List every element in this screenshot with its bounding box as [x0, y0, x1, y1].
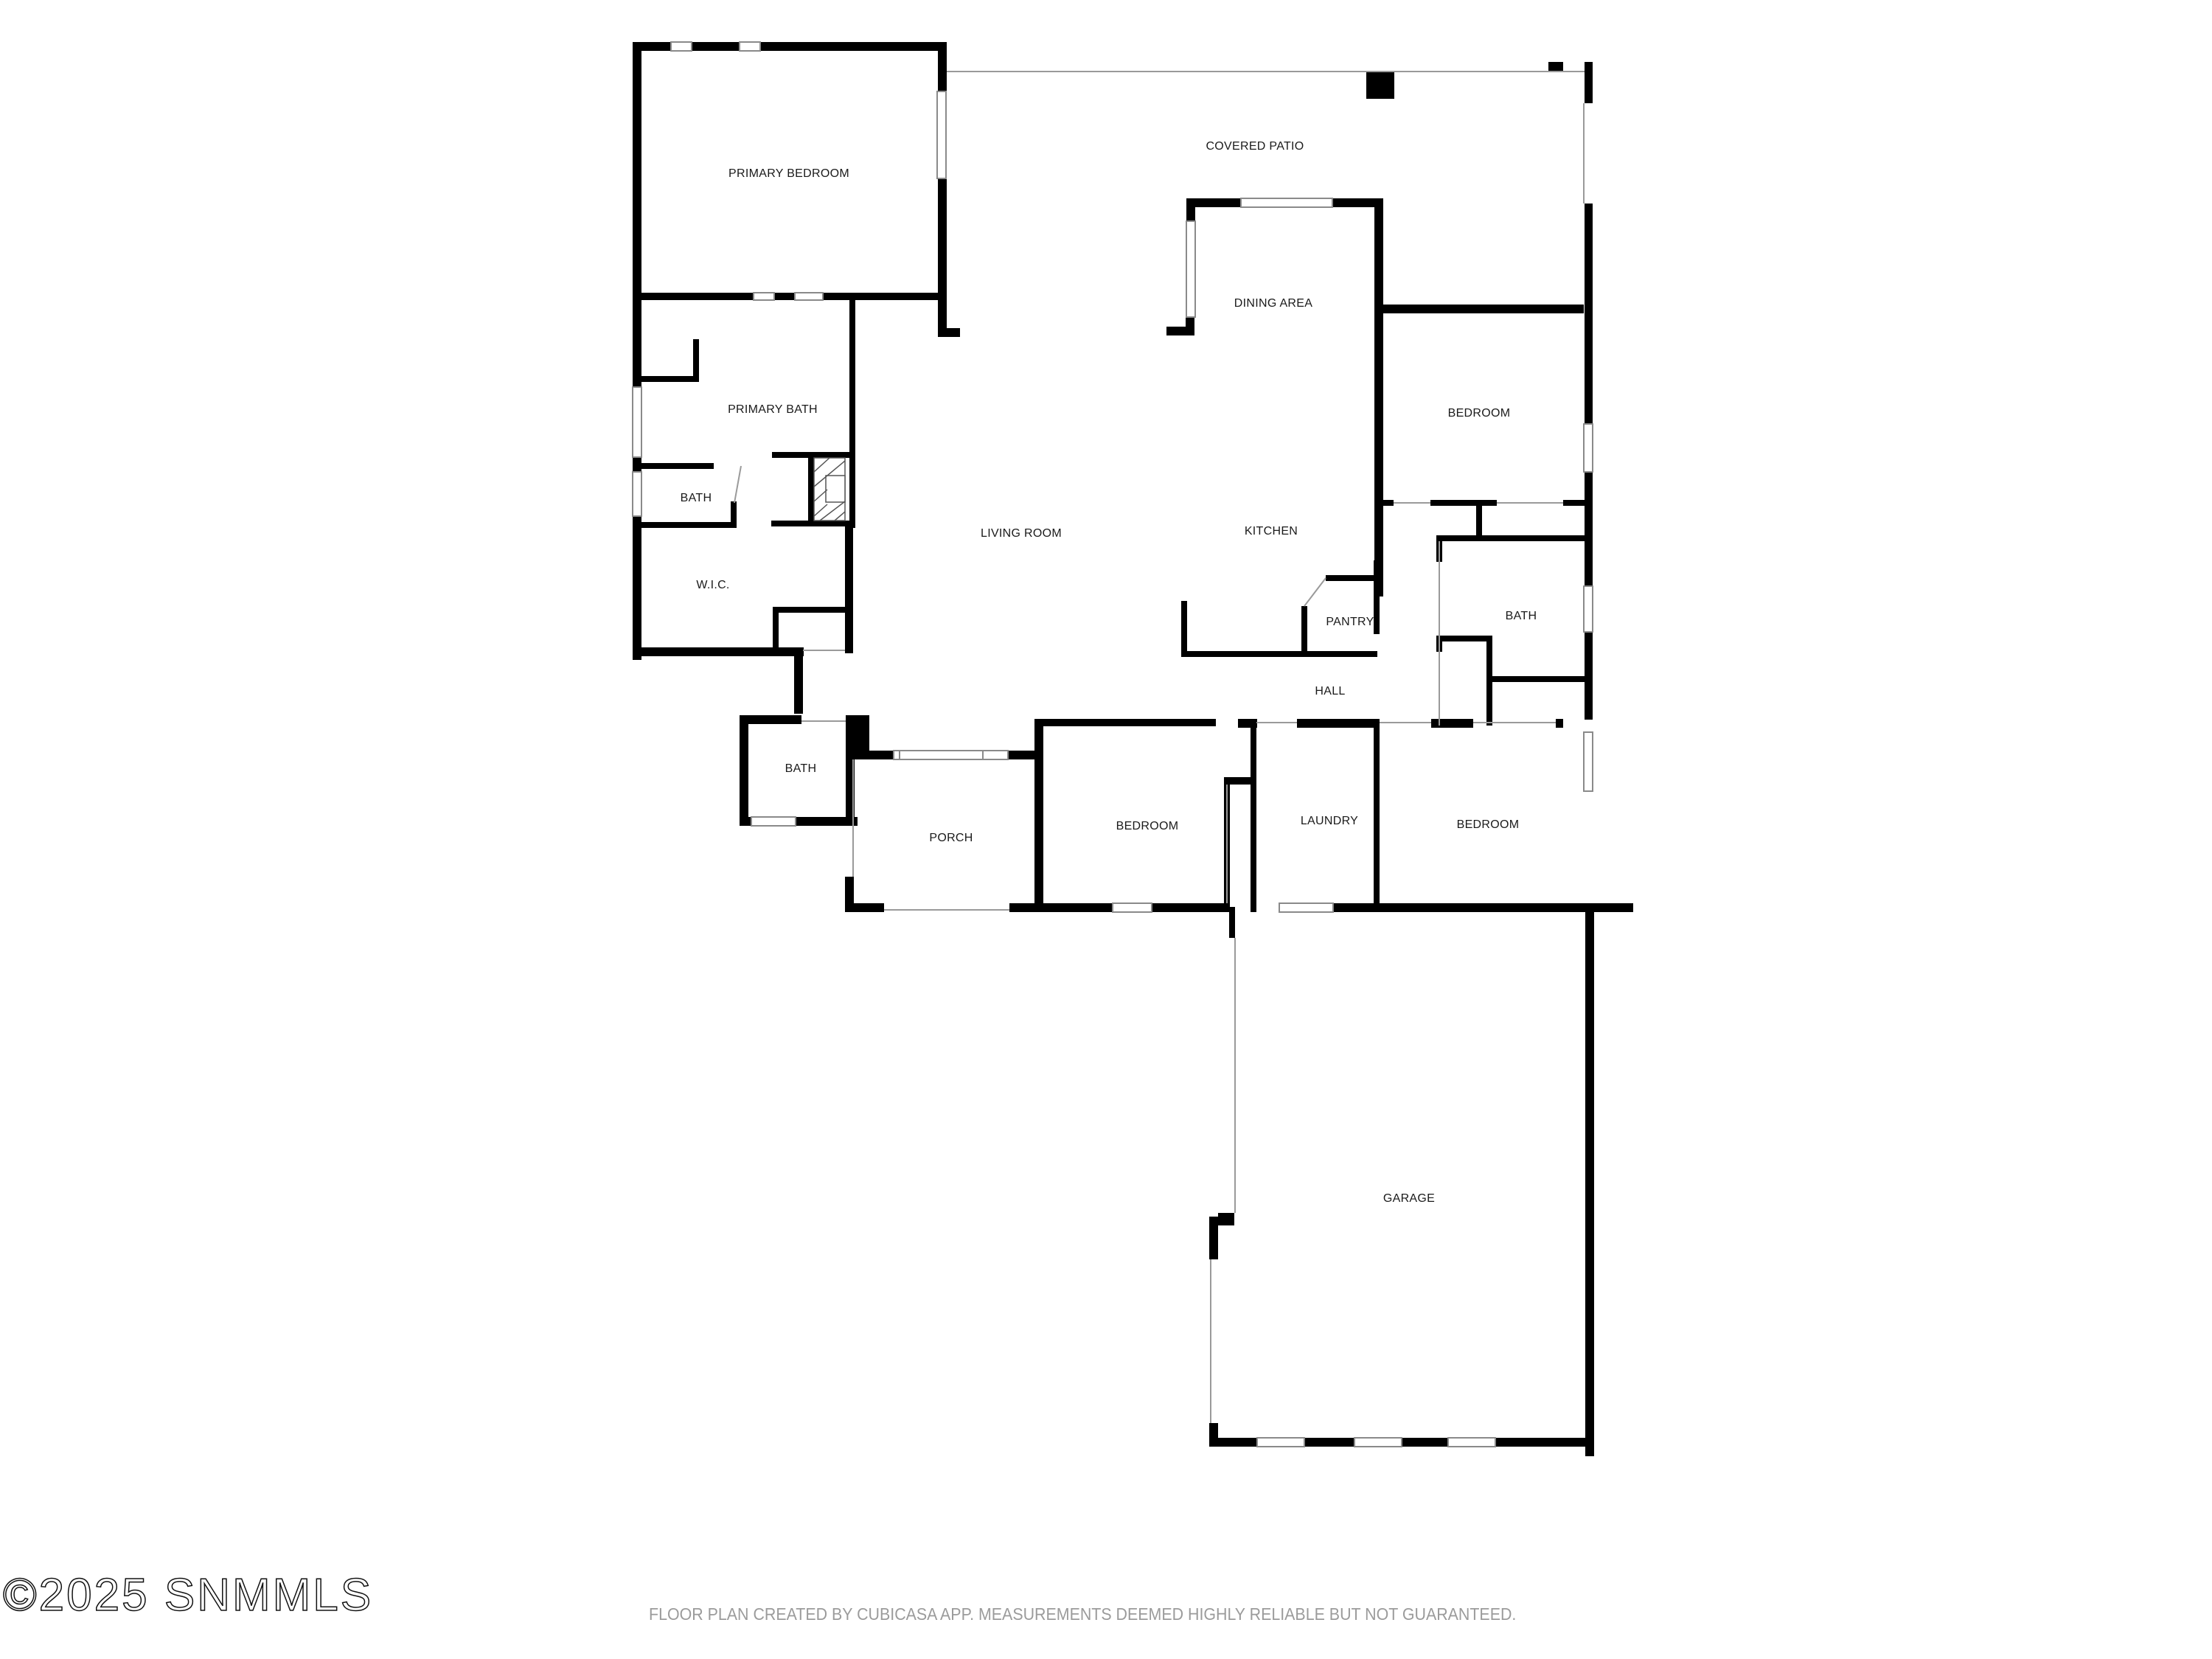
room-labels: PRIMARY BEDROOM COVERED PATIO DINING AREA P…	[681, 140, 1537, 1205]
room-label-living-room: LIVING ROOM	[981, 527, 1062, 540]
room-label-wic: W.I.C.	[696, 579, 729, 591]
room-label-laundry: LAUNDRY	[1301, 815, 1358, 827]
copyright-watermark: ©2025 SNMMLS	[2, 1569, 374, 1621]
room-label-covered-patio: COVERED PATIO	[1206, 140, 1304, 153]
room-label-kitchen: KITCHEN	[1245, 525, 1298, 538]
room-label-bath-primary-wc: BATH	[681, 492, 712, 504]
room-label-garage: GARAGE	[1383, 1192, 1435, 1205]
room-label-pantry: PANTRY	[1326, 616, 1374, 628]
room-label-porch: PORCH	[929, 832, 973, 844]
windows	[632, 41, 1593, 1447]
disclaimer-text: FLOOR PLAN CREATED BY CUBICASA APP. MEAS…	[649, 1604, 1517, 1624]
room-label-primary-bedroom: PRIMARY BEDROOM	[728, 167, 849, 180]
room-label-bath-front: BATH	[785, 762, 817, 775]
room-label-bath-east: BATH	[1506, 610, 1537, 622]
room-label-hall: HALL	[1315, 685, 1345, 698]
walls	[633, 42, 1633, 1456]
room-label-bedroom-ne: BEDROOM	[1448, 407, 1511, 420]
room-label-bedroom-se: BEDROOM	[1457, 818, 1520, 831]
room-label-dining-area: DINING AREA	[1234, 297, 1312, 310]
room-label-bedroom-front: BEDROOM	[1116, 820, 1179, 832]
room-label-primary-bath: PRIMARY BATH	[728, 403, 818, 416]
openings	[734, 71, 1585, 1423]
